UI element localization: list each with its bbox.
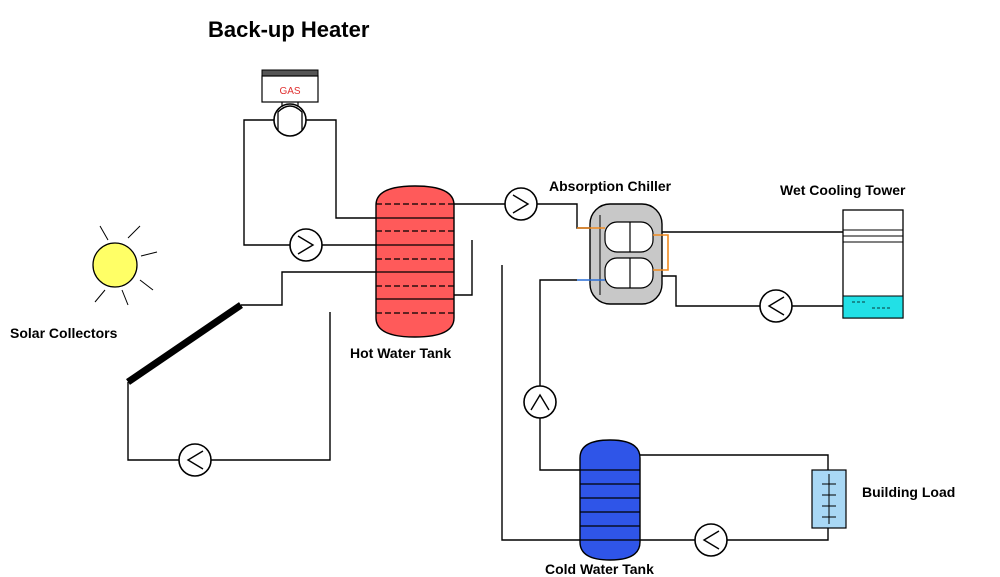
heater-return-pipe — [306, 119, 376, 219]
tower-return-pipe — [662, 275, 760, 307]
solar-collector-return — [127, 382, 179, 461]
hot-water-tank-label: Hot Water Tank — [350, 345, 451, 361]
cold-tank-return-pipe — [501, 265, 580, 541]
solar-return-pipe — [211, 312, 331, 461]
solar-collector-panel — [126, 302, 243, 385]
cold-loop-pump — [523, 385, 557, 419]
cold-loop-left-pipe — [539, 418, 580, 471]
gas-heater-unit: GAS — [261, 69, 319, 108]
chiller-cold-supply — [539, 279, 577, 386]
building-pump — [694, 523, 728, 557]
sun-icon — [92, 225, 158, 306]
gas-label: GAS — [279, 86, 300, 97]
solar-collectors-label: Solar Collectors — [10, 325, 118, 341]
wet-cooling-tower-label: Wet Cooling Tower — [780, 182, 906, 198]
tower-pump — [759, 289, 793, 323]
building-load-label: Building Load — [862, 484, 955, 500]
heat-exchanger — [273, 103, 307, 137]
cold-water-tank-label: Cold Water Tank — [545, 561, 654, 577]
building-supply-pipe — [640, 454, 829, 470]
absorption-chiller — [577, 203, 669, 305]
wet-cooling-tower — [842, 209, 904, 319]
solar-pump — [178, 443, 212, 477]
building-load — [811, 469, 847, 529]
hot-water-tank — [375, 185, 455, 338]
backup-heater-label: Back-up Heater — [208, 17, 370, 42]
heater-loop-pipe — [243, 119, 290, 246]
absorption-chiller-label: Absorption Chiller — [549, 178, 672, 194]
chiller-feed-pump — [504, 187, 538, 221]
cold-water-tank — [579, 439, 641, 561]
building-return-pipe — [727, 528, 829, 541]
heater-pump — [289, 228, 323, 262]
chiller-hot-return — [454, 240, 473, 296]
solar-supply-pipe — [241, 271, 376, 306]
